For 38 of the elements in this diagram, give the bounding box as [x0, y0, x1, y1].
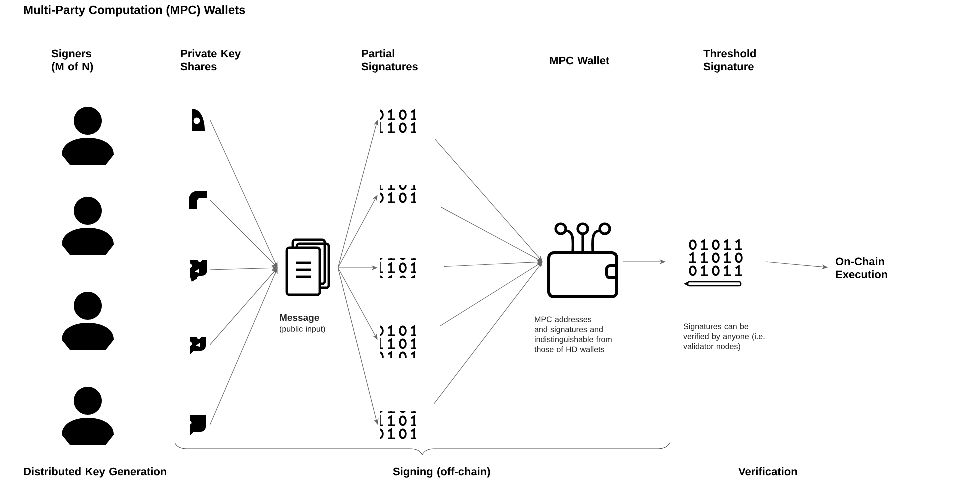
key-share-icon: [189, 191, 207, 209]
column-heading: Private Key Shares: [180, 50, 241, 71]
arrow: [210, 120, 278, 268]
arrow: [210, 200, 278, 268]
arrow: [435, 139, 543, 262]
step-label: On-Chain Execution: [836, 257, 888, 279]
person-icon: [62, 107, 114, 165]
person-icon: [62, 387, 114, 445]
key-share-icon: [188, 258, 207, 282]
arrow: [338, 268, 379, 425]
arrow: [338, 195, 378, 268]
stage-label: Signing (off-chain): [393, 468, 490, 478]
node-title: Message: [280, 314, 320, 324]
person-icon: [62, 197, 114, 255]
person-icon: [62, 292, 114, 350]
key-share-icon: [192, 109, 205, 131]
arrow: [338, 120, 379, 268]
title: Multi-Party Computation (MPC) Wallets: [24, 6, 246, 17]
arrow: [210, 268, 278, 426]
node-label: MPC addresses and signatures and indistinguishable from those of HD wallets: [534, 316, 612, 352]
stage-label: Distributed Key Generation: [24, 468, 166, 478]
column-heading: MPC Wallet: [550, 56, 610, 65]
node-label: (public input): [280, 326, 326, 334]
node-label: Signatures can be verified by anyone (i.e. validator nodes): [684, 324, 765, 351]
partial-signature-icon: [380, 108, 416, 134]
stage-label: Verification: [738, 468, 798, 476]
arrow: [434, 262, 543, 405]
column-heading: Partial Signatures: [362, 50, 418, 73]
key-share-icon: [188, 415, 206, 436]
partial-signature-icon: [380, 185, 416, 204]
column-heading: Signers (M of N): [52, 50, 94, 73]
arrow: [338, 268, 378, 340]
arrow: [210, 268, 278, 346]
partial-signature-icon: [380, 324, 416, 358]
column-heading: Threshold Signature: [704, 50, 756, 73]
partial-signature-icon: [380, 411, 416, 439]
key-share-icon: [188, 334, 206, 355]
partial-signature-icon: [380, 258, 416, 278]
